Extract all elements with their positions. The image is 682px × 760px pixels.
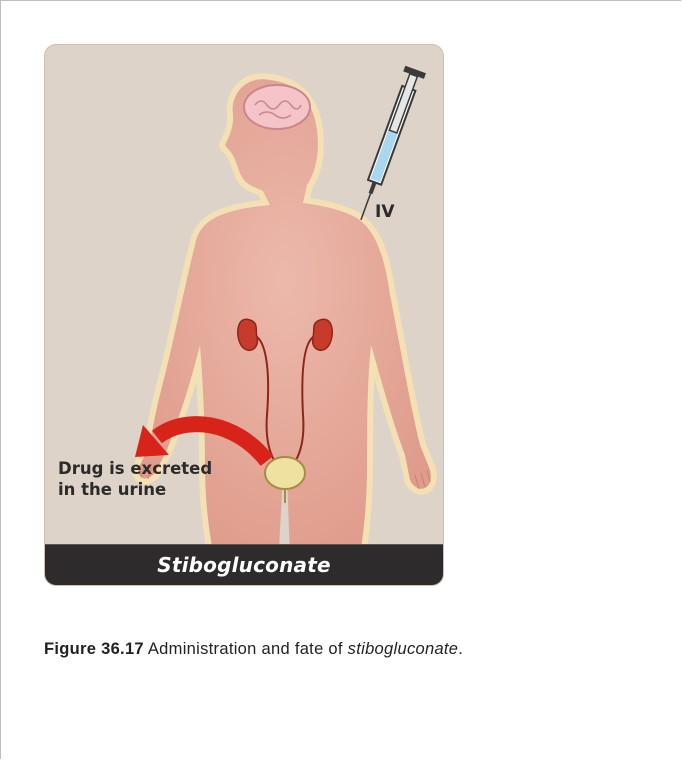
caption-text: Administration and fate of [144,640,348,658]
syringe-icon [351,66,426,224]
body-diagram [45,45,443,585]
drug-name: Stibogluconate [157,553,331,577]
brain-icon [244,85,310,129]
caption-end: . [458,640,463,658]
iv-label: IV [375,202,394,222]
excretion-label: Drug is excreted in the urine [58,458,212,500]
excretion-label-line-2: in the urine [58,479,212,500]
drug-name-banner: Stibogluconate [45,544,443,585]
figure-illustration: IV Drug is excreted in the urine Stibogl… [44,44,444,586]
figure-number: Figure 36.17 [44,640,144,658]
excretion-label-line-1: Drug is excreted [58,458,212,479]
caption-drug-name: stibogluconate [348,640,459,658]
figure-caption: Figure 36.17 Administration and fate of … [44,640,463,659]
